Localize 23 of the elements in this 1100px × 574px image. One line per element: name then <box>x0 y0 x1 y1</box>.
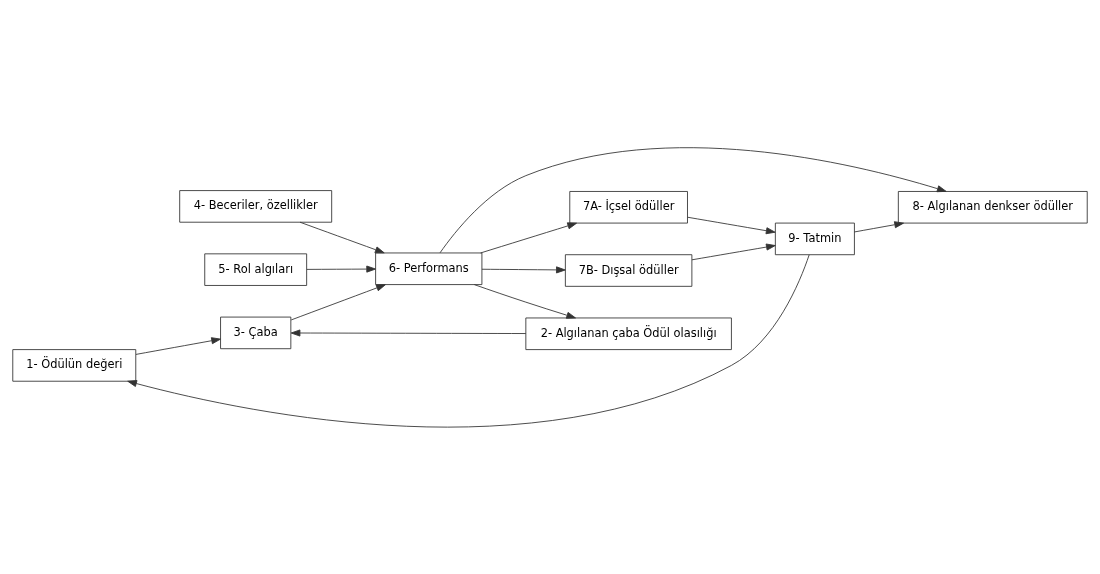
arrow <box>127 253 810 427</box>
node-box: 9- Tatmin <box>774 222 855 255</box>
node-box: 6- Performans <box>375 252 483 285</box>
node-box: 4- Beceriler, özellikler <box>179 189 333 223</box>
arrow <box>299 221 385 253</box>
arrow <box>135 336 221 355</box>
node-box: 8- Algılanan denkser ödüller <box>897 190 1088 224</box>
node-box: 1- Ödülün değeri <box>12 348 137 382</box>
arrow <box>439 146 947 253</box>
arrow <box>853 220 904 232</box>
arrow <box>306 265 376 273</box>
node-box: 3- Çaba <box>220 316 292 349</box>
arrow <box>473 283 576 319</box>
arrow <box>290 329 527 336</box>
node-box: 7A- İçsel ödüller <box>569 190 688 224</box>
arrow <box>290 283 386 320</box>
node-box: 7B- Dışsal ödüller <box>564 253 693 287</box>
arrow <box>481 265 566 273</box>
arrow <box>687 216 776 234</box>
node-box: 2- Algılanan çaba Ödül olasılığı <box>525 317 732 350</box>
node-box: 5- Rol algıları <box>204 252 308 286</box>
arrow <box>691 243 776 260</box>
arrow <box>480 221 577 253</box>
